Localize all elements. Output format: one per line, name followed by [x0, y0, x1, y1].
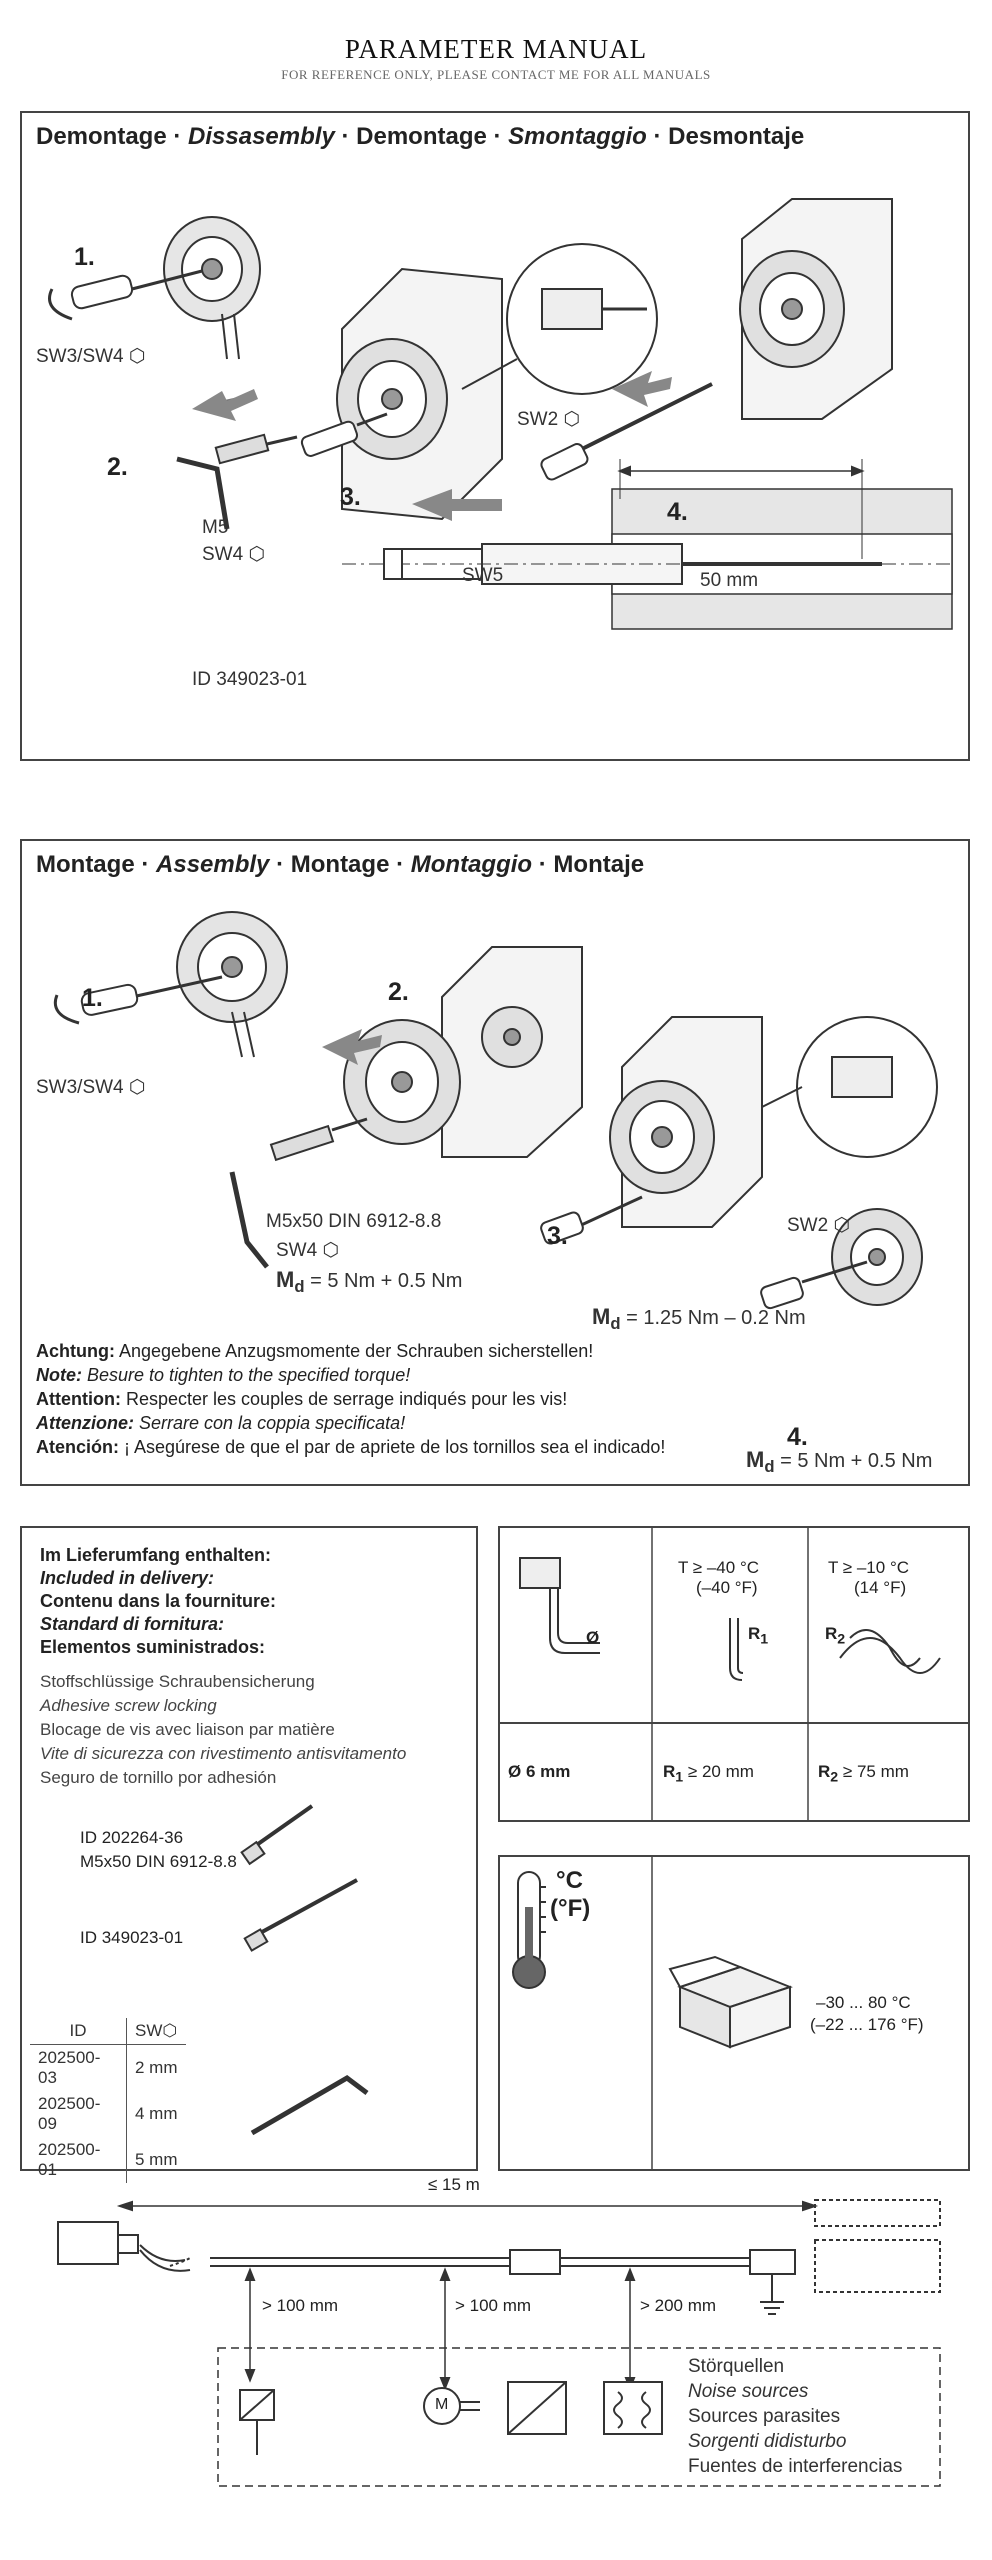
torque-2: Md = 1.25 Nm – 0.2 Nm: [592, 1304, 806, 1333]
screw-spec-label: M5x50 DIN 6912-8.8: [266, 1211, 442, 1232]
disassembly-step-4: 4.: [667, 498, 688, 526]
note-it: Attenzione: Serrare con la coppia specif…: [36, 1413, 406, 1433]
distance-3: > 200 mm: [640, 2296, 717, 2315]
assembly-step-1: 1.: [82, 984, 103, 1012]
sw4-label: SW4 ⬡: [202, 544, 266, 565]
delivery-items: Stoffschlüssige Schraubensicherung Adhes…: [40, 1672, 407, 1787]
cable-bend-panel: Ø T ≥ –40 °C (–40 °F) T ≥ –10 °C (14 °F)…: [498, 1526, 970, 1724]
part1-id: ID 202264-36: [80, 1828, 184, 1847]
disassembly-step-3: 3.: [340, 483, 361, 511]
delivery-panel: Im Lieferumfang enthalten: Included in d…: [20, 1526, 478, 2183]
temp-1f: (–40 °F): [696, 1578, 758, 1597]
cable-values-panel: Ø 6 mm R1 ≥ 20 mm R2 ≥ 75 mm: [498, 1722, 970, 1822]
note-de: Achtung: Angegebene Anzugsmomente der Sc…: [36, 1341, 594, 1361]
dim-50mm-label: 50 mm: [700, 570, 759, 591]
temp-2: T ≥ –10 °C: [828, 1558, 910, 1577]
sw5-label: SW5: [462, 565, 504, 586]
tool-id-label: ID 349023-01: [192, 669, 308, 690]
page-subtitle: FOR REFERENCE ONLY, PLEASE CONTACT ME FO…: [281, 67, 711, 82]
r1-symbol: R1: [748, 1624, 769, 1648]
assembly-step-3: 3.: [547, 1222, 568, 1250]
hex-icon: ⬡: [128, 1077, 146, 1098]
r2-value: R2 ≥ 75 mm: [818, 1762, 909, 1786]
hex-icon: ⬡: [162, 2021, 178, 2040]
sw3-sw4-label: SW3/SW4 ⬡: [36, 346, 146, 367]
table-row: 202500-03 2 mm: [30, 2044, 186, 2091]
sw4-label: SW4 ⬡: [276, 1240, 340, 1261]
page-header: PARAMETER MANUAL FOR REFERENCE ONLY, PLE…: [0, 34, 992, 83]
hex-icon: ⬡: [833, 1215, 851, 1236]
temp-unit-f: (°F): [550, 1895, 591, 1922]
table-row: 202500-09 4 mm: [30, 2091, 186, 2137]
cable-values-grid: [651, 1724, 809, 1820]
page-title: PARAMETER MANUAL: [344, 34, 648, 64]
assembly-panel: Montage · Assembly · Montage · Montaggio…: [20, 839, 970, 1486]
r2-symbol: R2: [825, 1624, 846, 1648]
hex-icon: ⬡: [563, 409, 581, 430]
torque-3: Md = 5 Nm + 0.5 Nm: [746, 1447, 933, 1476]
wiring-diagram: [57, 2199, 941, 2487]
sw3-sw4-label: SW3/SW4 ⬡: [36, 1077, 146, 1098]
noise-sources-legend: Störquellen Noise sources Sources parasi…: [688, 2356, 903, 2477]
disassembly-panel: Demontage · Dissasembly · Demontage · Sm…: [20, 111, 970, 761]
cable-grid: [519, 1528, 941, 1722]
temp-unit-c: °C: [556, 1867, 583, 1894]
temp-range-c: –30 ... 80 °C: [816, 1993, 911, 2012]
assembly-heading: Montage · Assembly · Montage · Montaggio…: [36, 851, 645, 878]
r1-value: R1 ≥ 20 mm: [663, 1762, 754, 1786]
hex-icon: ⬡: [248, 544, 266, 565]
distance-2: > 100 mm: [455, 2296, 532, 2315]
hex-icon: ⬡: [322, 1240, 340, 1261]
assembly-illustration: [53, 911, 938, 1310]
disassembly-illustration: [48, 198, 953, 630]
temperature-illustration: [512, 1857, 793, 2169]
note-en: Note: Besure to tighten to the specified…: [36, 1365, 411, 1385]
torque-1: Md = 5 Nm + 0.5 Nm: [276, 1267, 463, 1296]
part2-id: ID 349023-01: [80, 1928, 184, 1947]
disassembly-step-2: 2.: [107, 453, 128, 481]
motor-symbol: M: [435, 2396, 449, 2413]
distance-1: > 100 mm: [262, 2296, 339, 2315]
allen-key-table: ID SW⬡ 202500-03 2 mm 202500-09 4 mm 202…: [30, 2018, 186, 2183]
cable-phi: Ø: [586, 1628, 600, 1647]
temp-range-f: (–22 ... 176 °F): [810, 2015, 924, 2034]
sw2-label: SW2 ⬡: [517, 409, 581, 430]
delivery-headings: Im Lieferumfang enthalten: Included in d…: [40, 1545, 276, 1657]
temperature-panel: °C (°F) –30 ... 80 °C (–22 ... 176 °F): [498, 1855, 970, 2171]
note-fr: Attention: Respecter les couples de serr…: [36, 1389, 568, 1409]
temp-1: T ≥ –40 °C: [678, 1558, 760, 1577]
temp-2f: (14 °F): [854, 1578, 907, 1597]
note-es: Atención: ¡ Asegúrese de que el par de a…: [36, 1437, 666, 1457]
disassembly-step-1: 1.: [74, 243, 95, 271]
sw2-label: SW2 ⬡: [787, 1215, 851, 1236]
assembly-step-4: 4.: [787, 1423, 808, 1451]
hex-icon: ⬡: [128, 346, 146, 367]
delivery-parts-illustration: [240, 1804, 369, 2136]
assembly-step-2: 2.: [388, 978, 409, 1006]
m5-label: M5: [202, 517, 229, 538]
disassembly-heading: Demontage · Dissasembly · Demontage · Sm…: [36, 123, 805, 150]
table-row: 202500-01 5 mm: [30, 2137, 186, 2183]
max-length-label: ≤ 15 m: [428, 2175, 480, 2194]
part1-spec: M5x50 DIN 6912-8.8: [80, 1852, 237, 1871]
cable-diameter: Ø 6 mm: [508, 1762, 571, 1781]
